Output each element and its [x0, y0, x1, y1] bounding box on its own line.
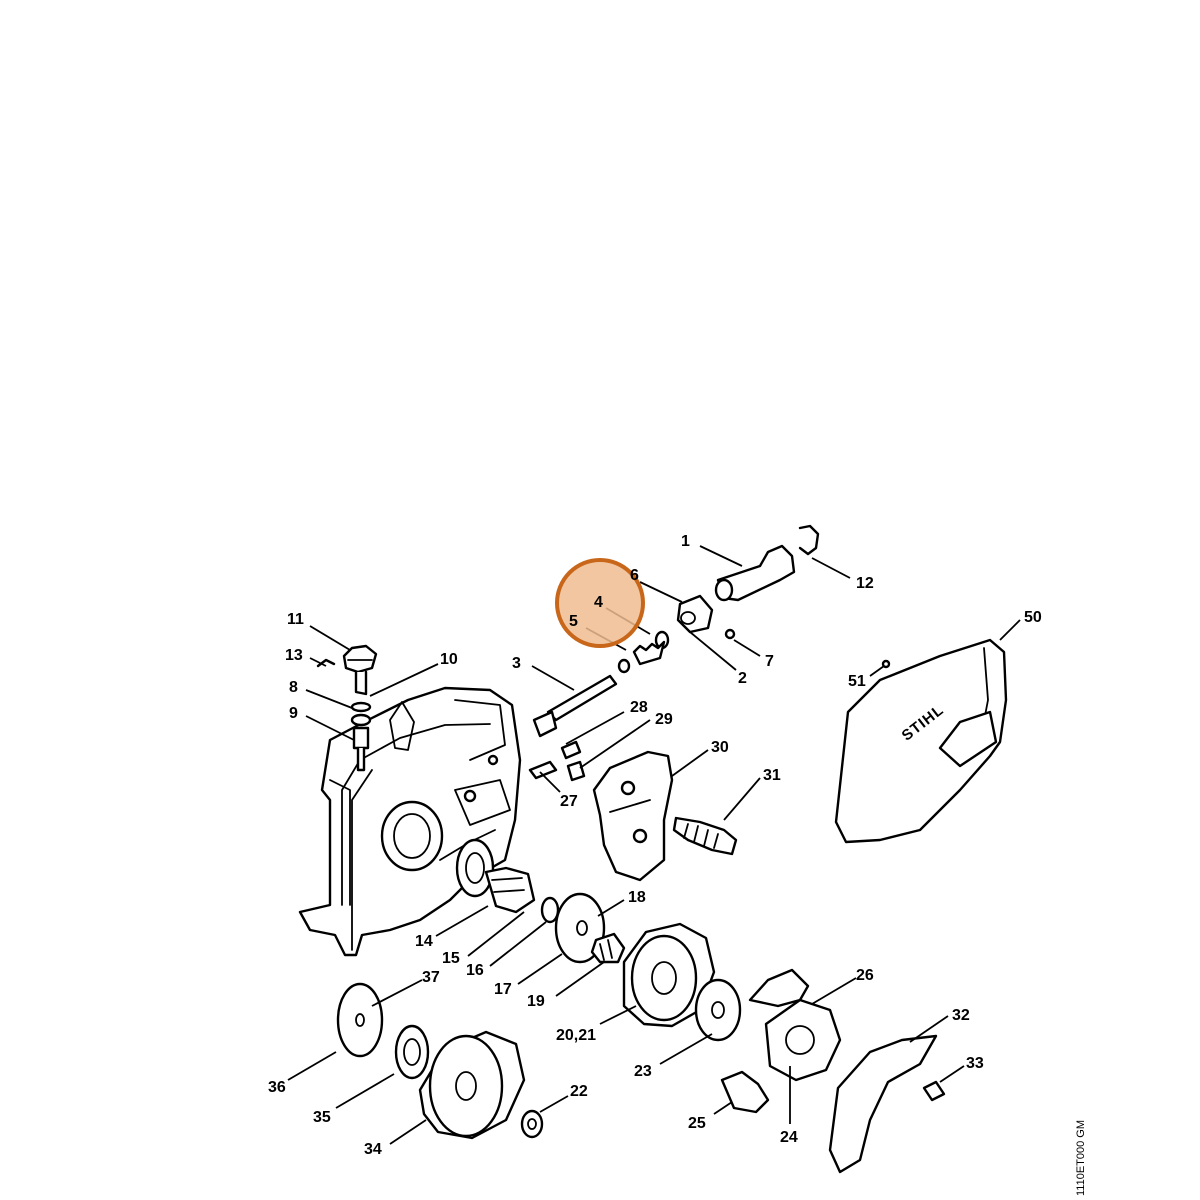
- callout-36: 36: [268, 1079, 286, 1096]
- callout-1: 1: [681, 533, 690, 550]
- callout-10: 10: [440, 651, 458, 668]
- guide-plate-and-stud: [592, 750, 738, 882]
- oil-pump-parts: [528, 524, 820, 782]
- sprocket-cover: STIHL: [834, 638, 1008, 844]
- callout-24: 24: [780, 1129, 798, 1146]
- callout-30: 30: [711, 739, 729, 756]
- callout-12: 12: [856, 575, 874, 592]
- callout-3: 3: [512, 655, 521, 672]
- callout-7: 7: [765, 653, 774, 670]
- callout-numbers: 1 2 3 4 5 6 7 8 9 10 11 12 13 14 15 16 1…: [268, 533, 1042, 1158]
- callout-18: 18: [628, 889, 646, 906]
- callout-25: 25: [688, 1115, 706, 1132]
- drawing-code: 1110ET000 GM: [1075, 1120, 1087, 1196]
- callout-13: 13: [285, 647, 303, 664]
- callout-14: 14: [415, 933, 433, 950]
- callout-33: 33: [966, 1055, 984, 1072]
- callout-5: 5: [569, 613, 578, 630]
- callout-20-21: 20,21: [556, 1027, 596, 1044]
- highlight-circle: [555, 558, 645, 648]
- callout-23: 23: [634, 1063, 652, 1080]
- callout-19: 19: [527, 993, 545, 1010]
- callout-8: 8: [289, 679, 298, 696]
- callout-4: 4: [594, 594, 603, 611]
- callout-11: 11: [287, 611, 304, 628]
- callout-34: 34: [364, 1141, 382, 1158]
- oil-cap-assembly: [316, 644, 378, 772]
- callout-17: 17: [494, 981, 512, 998]
- callout-22: 22: [570, 1083, 588, 1100]
- callout-50: 50: [1024, 609, 1042, 626]
- callout-32: 32: [952, 1007, 970, 1024]
- callout-2: 2: [738, 670, 747, 687]
- callout-37: 37: [422, 969, 440, 986]
- callout-35: 35: [313, 1109, 331, 1126]
- clutch-parts: [622, 922, 946, 1174]
- callout-26: 26: [856, 967, 874, 984]
- housing: [298, 686, 522, 957]
- callout-27: 27: [560, 793, 578, 810]
- callout-15: 15: [442, 950, 460, 967]
- callout-51: 51: [848, 673, 866, 690]
- callout-6: 6: [630, 567, 639, 584]
- bearing-stack: [455, 838, 626, 964]
- callout-31: 31: [763, 767, 781, 784]
- callout-9: 9: [289, 705, 298, 722]
- callout-16: 16: [466, 962, 484, 979]
- callout-28: 28: [630, 699, 648, 716]
- callout-29: 29: [655, 711, 673, 728]
- lower-left-parts: [336, 982, 544, 1140]
